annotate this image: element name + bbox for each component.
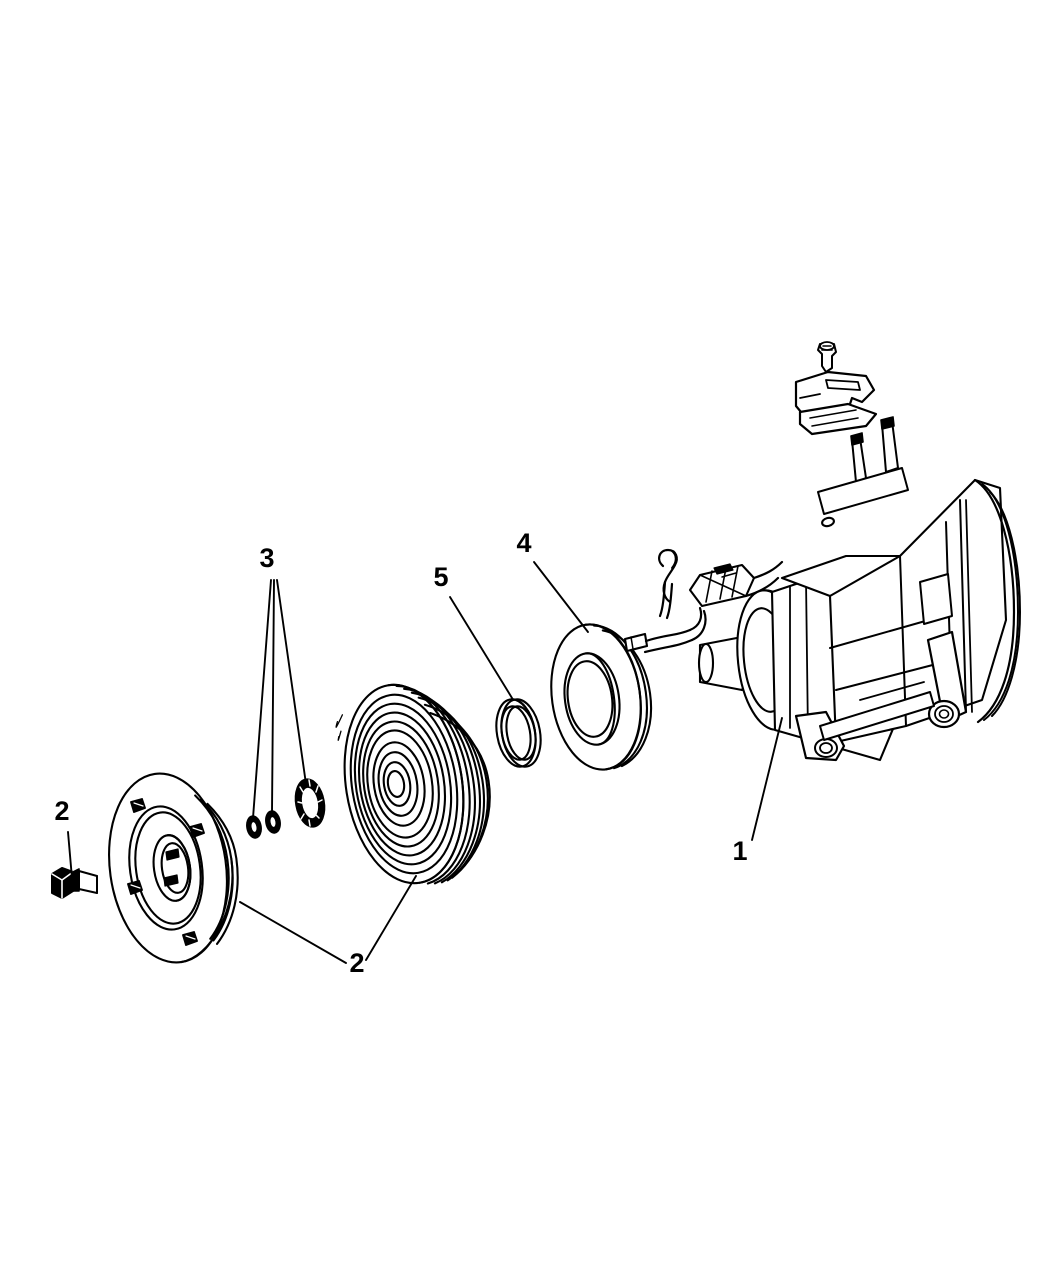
clutch-bolt-part (51, 867, 98, 899)
snap-ring-part (495, 698, 542, 768)
leader-3-c (276, 579, 307, 785)
shims-and-spacers-part (246, 778, 326, 839)
leader-3-a (252, 579, 272, 819)
clutch-plate-part (108, 772, 239, 964)
leader-3-b (271, 579, 275, 813)
leader-2-bolt (67, 831, 74, 891)
callout-label-2-bolt: 2 (54, 796, 69, 826)
compressor-body-part (697, 416, 1021, 762)
wire-harness-connector-part (658, 548, 784, 620)
leader-2-plate (239, 901, 347, 964)
callout-label-5: 5 (433, 562, 448, 592)
harness-bracket-part (794, 341, 878, 436)
callout-label-3: 3 (259, 543, 274, 573)
leader-2-pulley (365, 875, 417, 961)
leader-lines (67, 561, 783, 964)
leader-5 (449, 596, 513, 699)
callout-label-4: 4 (516, 528, 531, 558)
callout-label-1: 1 (732, 836, 747, 866)
clutch-pulley-part (335, 683, 491, 885)
callout-label-2-plate: 2 (349, 948, 364, 978)
leader-4 (533, 561, 589, 633)
leader-1 (751, 717, 783, 841)
clutch-field-coil-part (550, 606, 707, 771)
